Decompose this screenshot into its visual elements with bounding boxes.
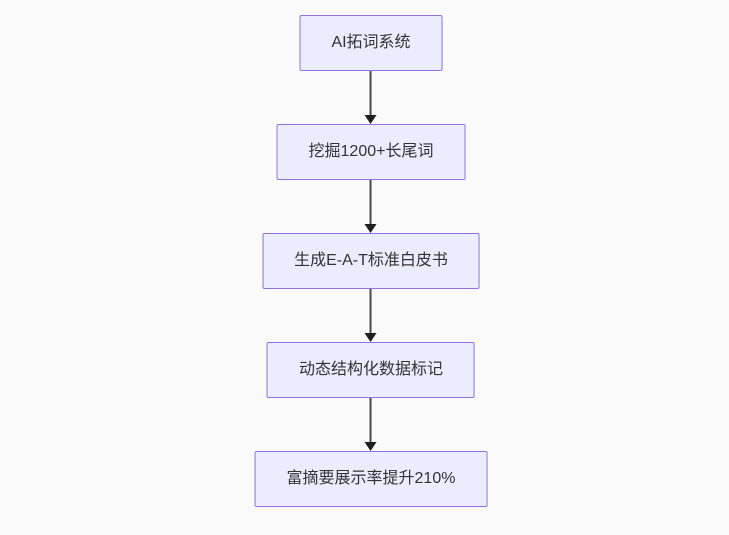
flow-arrow — [364, 289, 378, 342]
flow-arrow — [364, 398, 378, 451]
flow-node-rich-snippet-result: 富摘要展示率提升210% — [254, 451, 488, 507]
arrowhead-icon — [365, 224, 377, 233]
flow-node-longtail-keywords: 挖掘1200+长尾词 — [276, 124, 466, 180]
arrow-line — [370, 289, 372, 335]
arrow-line — [370, 398, 372, 444]
flow-node-ai-word-system: AI拓词系统 — [299, 15, 443, 71]
arrowhead-icon — [365, 115, 377, 124]
arrow-line — [370, 180, 372, 226]
flow-node-eat-whitepaper: 生成E-A-T标准白皮书 — [262, 233, 480, 289]
flow-arrow — [364, 71, 378, 124]
flow-arrow — [364, 180, 378, 233]
arrow-line — [370, 71, 372, 117]
flow-node-structured-data: 动态结构化数据标记 — [266, 342, 475, 398]
arrowhead-icon — [365, 333, 377, 342]
flowchart: AI拓词系统 挖掘1200+长尾词 生成E-A-T标准白皮书 动态结构化数据标记… — [254, 15, 488, 507]
arrowhead-icon — [365, 442, 377, 451]
